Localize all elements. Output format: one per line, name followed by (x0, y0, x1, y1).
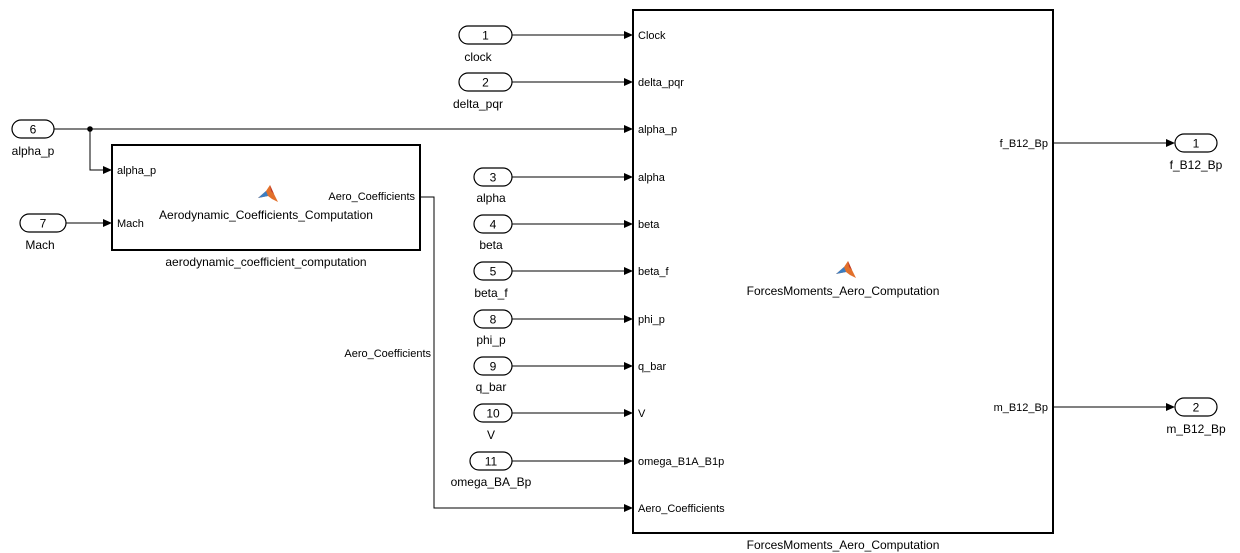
port-number: 8 (490, 313, 497, 327)
inport-alpha[interactable]: 3 alpha (473, 167, 513, 205)
port-name: beta_f (474, 286, 508, 300)
input-pin-label: delta_pqr (638, 77, 684, 89)
block-caption: aerodynamic_coefficient_computation (165, 255, 366, 269)
output-pin-label: f_B12_Bp (1000, 138, 1048, 150)
port-number: 2 (482, 76, 489, 90)
port-number: 11 (485, 455, 498, 469)
port-number: 3 (490, 171, 497, 185)
output-pin-label: m_B12_Bp (994, 402, 1048, 414)
input-pin-label: Aero_Coefficients (638, 503, 725, 515)
signal-label-aero-coefficients: Aero_Coefficients (344, 348, 431, 360)
port-name: clock (464, 50, 492, 64)
port-name: q_bar (476, 380, 507, 394)
input-pin-label: beta (638, 219, 660, 231)
inport-q-bar[interactable]: 9 q_bar (473, 356, 513, 394)
signal-lines (54, 31, 1175, 512)
inport-alpha-p[interactable]: 6 alpha_p (11, 119, 55, 158)
port-number: 1 (482, 29, 489, 43)
port-number: 1 (1193, 137, 1200, 151)
port-name: m_B12_Bp (1166, 422, 1226, 436)
port-name: V (487, 428, 495, 442)
inport-omega[interactable]: 11 omega_BA_Bp (451, 451, 532, 489)
inport-mach[interactable]: 7 Mach (19, 213, 67, 252)
input-pin-label: beta_f (638, 266, 670, 278)
input-pin-label: Clock (638, 30, 666, 42)
inport-clock[interactable]: 1 clock (458, 25, 513, 64)
port-number: 7 (40, 217, 47, 231)
inport-beta[interactable]: 4 beta (473, 214, 513, 252)
inport-phi-p[interactable]: 8 phi_p (473, 309, 513, 347)
port-name: delta_pqr (453, 97, 503, 111)
port-name: f_B12_Bp (1170, 158, 1223, 172)
matlab-logo-icon (258, 185, 278, 202)
inport-beta-f[interactable]: 5 beta_f (473, 261, 513, 300)
port-number: 4 (490, 218, 497, 232)
input-pin-label: alpha_p (638, 124, 677, 136)
output-pin-label: Aero_Coefficients (328, 191, 415, 203)
input-pin-label: alpha (638, 172, 666, 184)
input-pin-label: alpha_p (117, 165, 156, 177)
forces-moments-block[interactable]: Clock delta_pqr alpha_p alpha beta beta_… (632, 9, 1054, 552)
port-name: alpha (476, 191, 506, 205)
input-pin-label: phi_p (638, 314, 665, 326)
input-pin-label: omega_B1A_B1p (638, 456, 724, 468)
port-name: beta (479, 238, 503, 252)
inport-v[interactable]: 10 V (473, 403, 513, 442)
port-number: 6 (30, 123, 37, 137)
block-function-name: Aerodynamic_Coefficients_Computation (159, 208, 373, 222)
matlab-logo-icon (836, 261, 856, 278)
inport-delta-pqr[interactable]: 2 delta_pqr (453, 72, 513, 111)
outport-f-b12-bp[interactable]: 1 f_B12_Bp (1170, 133, 1223, 172)
port-number: 9 (490, 360, 497, 374)
input-pin-label: V (638, 408, 646, 420)
block-caption: ForcesMoments_Aero_Computation (747, 538, 940, 552)
port-number: 10 (486, 407, 500, 421)
aero-coefficients-block[interactable]: alpha_p Mach Aero_Coefficients Aerodynam… (111, 144, 421, 269)
port-name: Mach (25, 238, 54, 252)
port-number: 2 (1193, 401, 1200, 415)
input-pin-label: q_bar (638, 361, 666, 373)
block-function-name: ForcesMoments_Aero_Computation (747, 284, 940, 298)
port-number: 5 (490, 265, 497, 279)
outport-m-b12-bp[interactable]: 2 m_B12_Bp (1166, 397, 1226, 436)
port-name: omega_BA_Bp (451, 475, 532, 489)
port-name: phi_p (476, 333, 506, 347)
input-pin-label: Mach (117, 218, 144, 230)
port-name: alpha_p (12, 144, 55, 158)
